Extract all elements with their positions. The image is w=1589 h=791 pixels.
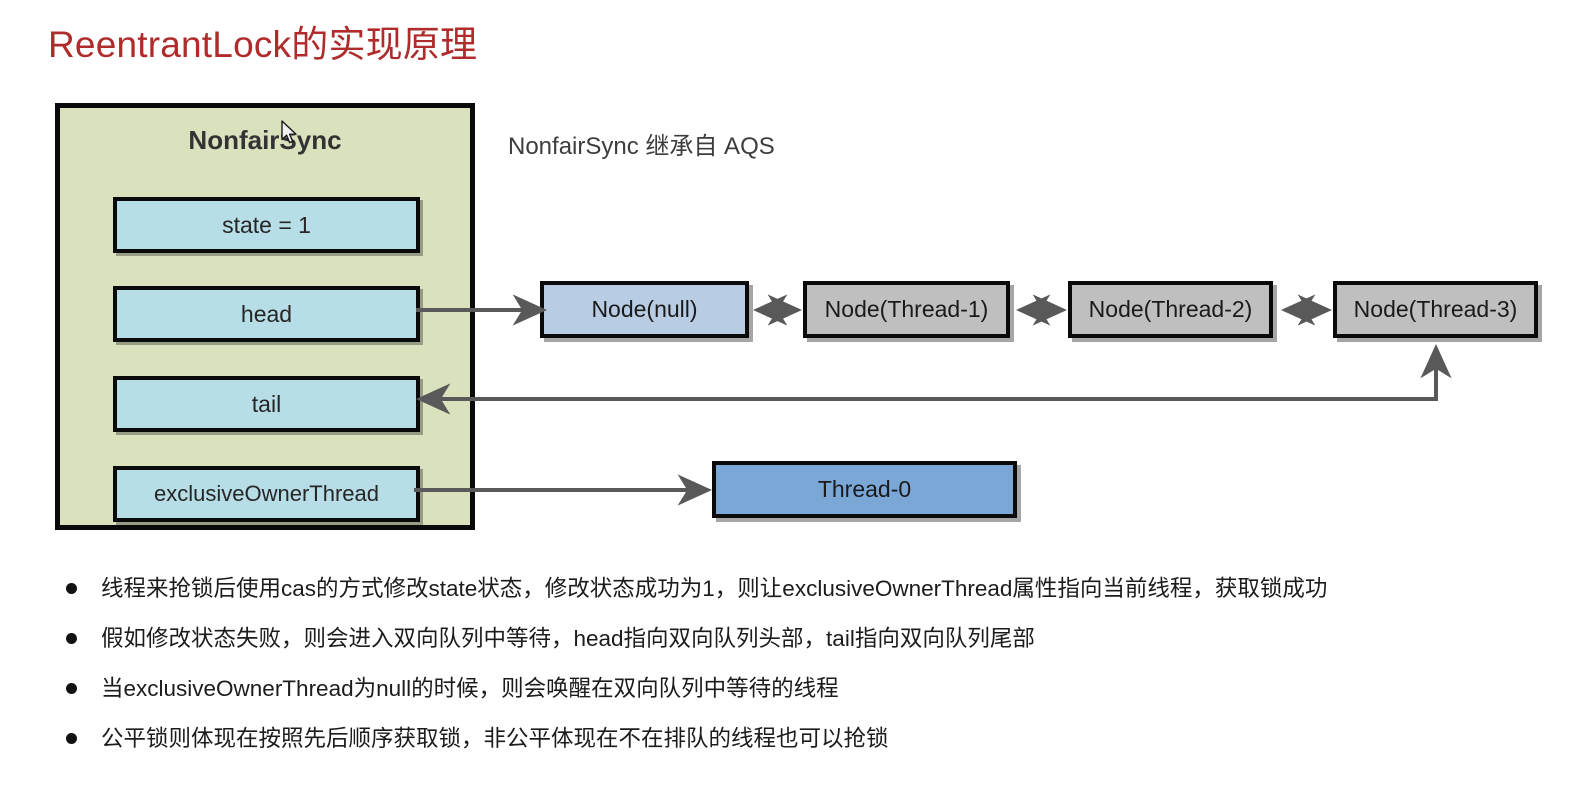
bullet-item: 假如修改状态失败，则会进入双向队列中等待，head指向双向队列头部，tail指向… bbox=[66, 622, 1566, 656]
nonfairsync-container: NonfairSync state = 1 head tail exclusiv… bbox=[55, 103, 475, 530]
bullet-text: 线程来抢锁后使用cas的方式修改state状态，修改状态成功为1，则让exclu… bbox=[101, 576, 1328, 601]
page-title: ReentrantLock的实现原理 bbox=[48, 24, 478, 65]
queue-node-thread-1: Node(Thread-1) bbox=[803, 281, 1010, 338]
queue-node-thread-2: Node(Thread-2) bbox=[1068, 281, 1273, 338]
field-head: head bbox=[113, 286, 420, 342]
bullet-item: 当exclusiveOwnerThread为null的时候，则会唤醒在双向队列中… bbox=[66, 672, 1566, 706]
bullet-text: 当exclusiveOwnerThread为null的时候，则会唤醒在双向队列中… bbox=[101, 676, 839, 701]
bullet-dot-icon bbox=[66, 733, 77, 744]
bullet-text: 公平锁则体现在按照先后顺序获取锁，非公平体现在不在排队的线程也可以抢锁 bbox=[101, 726, 889, 751]
nonfairsync-title: NonfairSync bbox=[188, 125, 342, 155]
queue-node-null: Node(null) bbox=[540, 281, 749, 338]
bullet-item: 公平锁则体现在按照先后顺序获取锁，非公平体现在不在排队的线程也可以抢锁 bbox=[66, 722, 1566, 756]
field-tail: tail bbox=[113, 376, 420, 432]
field-exclusive-owner-thread: exclusiveOwnerThread bbox=[113, 466, 420, 522]
bullet-dot-icon bbox=[66, 683, 77, 694]
arrow-tail-to-thread-3 bbox=[416, 343, 1452, 415]
bullet-dot-icon bbox=[66, 583, 77, 594]
bullet-text: 假如修改状态失败，则会进入双向队列中等待，head指向双向队列头部，tail指向… bbox=[101, 626, 1035, 651]
field-state: state = 1 bbox=[113, 197, 420, 253]
queue-node-thread-3: Node(Thread-3) bbox=[1333, 281, 1538, 338]
owner-thread-box: Thread-0 bbox=[712, 461, 1017, 518]
bullet-dot-icon bbox=[66, 633, 77, 644]
inheritance-note: NonfairSync 继承自 AQS bbox=[508, 133, 775, 160]
bullet-item: 线程来抢锁后使用cas的方式修改state状态，修改状态成功为1，则让exclu… bbox=[66, 572, 1566, 606]
bullet-list: 线程来抢锁后使用cas的方式修改state状态，修改状态成功为1，则让exclu… bbox=[66, 572, 1566, 772]
